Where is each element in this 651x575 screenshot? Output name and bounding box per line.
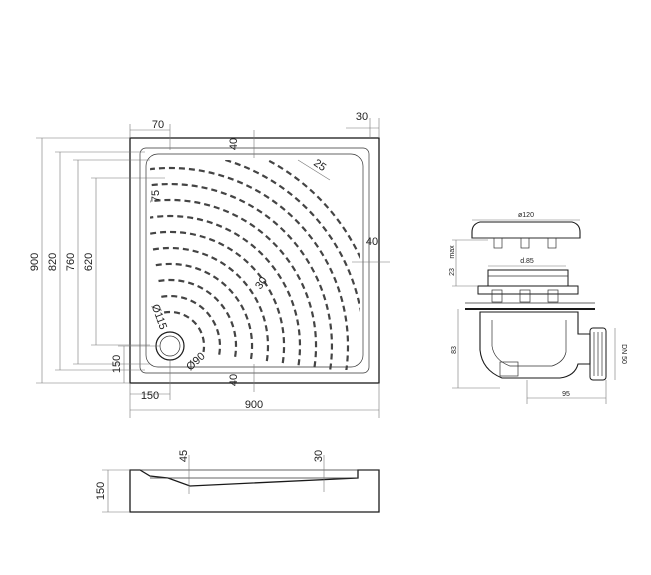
dim-drain-outlet: DN 50 <box>620 344 627 364</box>
anti-slip-arc <box>150 198 318 370</box>
dim-drain-offset-left: 150 <box>111 355 123 373</box>
dim-drain-23-note: max <box>449 245 456 259</box>
tray-basin-edge <box>145 153 364 368</box>
drain-outlet <box>589 327 607 381</box>
dim-corner-25: 25 <box>311 157 328 174</box>
anti-slip-arc <box>150 214 302 369</box>
dim-drain-23: 23 <box>449 268 456 276</box>
dim-section-150: 150 <box>95 482 107 500</box>
dim-drain-115: Ø115 <box>149 303 169 332</box>
anti-slip-arc <box>158 278 238 358</box>
dim-rim-70: 70 <box>152 119 164 131</box>
dim-drain-90: Ø90 <box>184 350 207 373</box>
dim-rim-40-top: 40 <box>228 138 240 150</box>
dim-slope-75: 75 <box>150 190 162 202</box>
dim-overall-width: 900 <box>245 399 263 411</box>
anti-slip-arc <box>161 295 221 355</box>
dim-drain-95: 95 <box>562 391 570 398</box>
anti-slip-arc <box>150 166 350 370</box>
dim-inner-620: 620 <box>83 253 95 271</box>
dim-drain-body: d.85 <box>520 258 534 265</box>
anti-slip-arc <box>150 160 360 370</box>
drain-view: ø120 d.85 23 max 83 95 <box>449 212 627 404</box>
anti-slip-arc <box>155 262 254 361</box>
drain-flange <box>477 285 579 295</box>
dim-drain-cap: ø120 <box>518 212 534 219</box>
dim-slope-30: 30 <box>253 275 270 292</box>
drain-cap <box>471 221 581 239</box>
plan-view: 900 820 760 620 150 900 150 70 30 40 40 … <box>29 111 390 418</box>
section-view: 150 45 30 <box>95 450 380 513</box>
anti-slip-arc <box>150 182 334 370</box>
drain-trap <box>479 311 591 379</box>
drain-hole <box>155 331 185 361</box>
drain-body-top <box>487 269 569 287</box>
tray-outer-outline <box>129 137 380 384</box>
dim-overall-height: 900 <box>29 253 41 271</box>
dim-section-30: 30 <box>313 450 325 462</box>
dim-inner-760: 760 <box>65 253 77 271</box>
tray-rim-line <box>139 147 370 374</box>
dim-section-45: 45 <box>178 450 190 462</box>
dim-rim-40-bottom: 40 <box>228 374 240 386</box>
anti-slip-pattern <box>150 160 360 370</box>
dim-rim-40-right: 40 <box>366 236 378 248</box>
dim-rim-30: 30 <box>356 111 368 123</box>
dim-drain-83: 83 <box>451 346 458 354</box>
dim-drain-offset-bottom: 150 <box>141 390 159 402</box>
anti-slip-arc <box>163 310 206 353</box>
anti-slip-arc <box>150 230 286 366</box>
tray-section-profile <box>129 469 380 513</box>
anti-slip-arc <box>152 246 270 364</box>
dim-inner-820: 820 <box>47 253 59 271</box>
